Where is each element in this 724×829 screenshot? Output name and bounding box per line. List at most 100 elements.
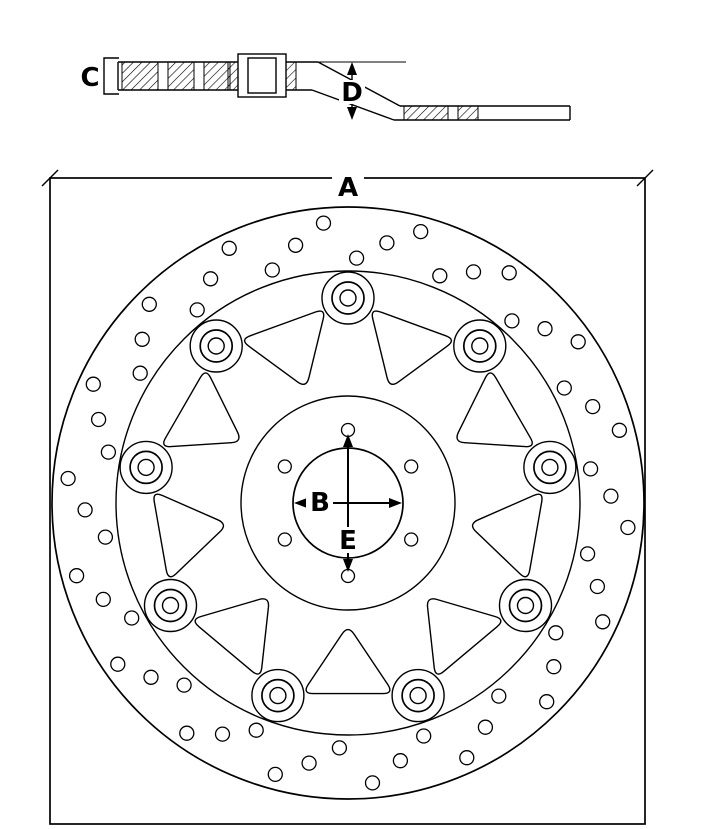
drill-hole <box>556 380 572 396</box>
dim-label-c: C <box>80 63 99 93</box>
drill-hole <box>315 215 332 231</box>
drill-hole <box>110 656 126 672</box>
spoke-cutout <box>163 372 240 448</box>
drill-hole <box>603 488 619 504</box>
drill-hole <box>264 262 280 278</box>
drill-hole <box>620 519 636 536</box>
drill-hole <box>416 728 432 744</box>
spoke-cutout <box>305 628 391 695</box>
drill-hole <box>143 669 159 685</box>
dim-label-e: E <box>339 526 357 556</box>
spoke-cutout <box>153 493 225 578</box>
drill-hole <box>589 578 606 595</box>
carrier-hub-ring <box>240 395 456 611</box>
mounting-hole <box>277 532 292 547</box>
offset-step <box>311 89 395 121</box>
drill-hole <box>459 750 475 766</box>
drill-hole <box>477 719 494 735</box>
spoke-cutout <box>456 372 533 448</box>
spoke-cutout <box>471 493 543 578</box>
label-backing <box>339 80 365 104</box>
drill-hole <box>85 376 101 392</box>
drill-hole <box>248 722 264 738</box>
drill-hole <box>141 296 157 312</box>
drill-hole <box>189 302 205 318</box>
drill-hole <box>221 240 237 256</box>
drill-hole <box>501 265 517 281</box>
mounting-hole <box>277 459 292 474</box>
section-hatch <box>403 105 449 121</box>
section-hatch <box>457 105 479 121</box>
section-hatch <box>121 61 159 91</box>
drill-hole <box>585 398 601 415</box>
section-hatch <box>203 61 231 91</box>
arrowhead-up <box>343 434 353 447</box>
drill-hole <box>379 235 395 251</box>
drill-hole <box>548 625 564 641</box>
label-backing <box>306 489 333 515</box>
drill-hole <box>214 726 231 742</box>
drill-hole <box>595 614 611 630</box>
drill-hole <box>95 591 111 608</box>
drill-hole <box>287 237 304 253</box>
bobbin-section-inner <box>247 57 277 94</box>
drill-hole <box>539 694 555 710</box>
mounting-hole <box>404 459 419 474</box>
dim-label-b: B <box>310 488 330 518</box>
mounting-hole <box>404 532 419 547</box>
bobbin-button-center <box>339 289 357 307</box>
drill-hole <box>267 766 283 783</box>
bobbin-button-center <box>161 596 180 615</box>
drill-hole <box>348 250 365 266</box>
drill-hole <box>134 331 150 347</box>
bobbin-button-center <box>471 337 489 355</box>
drill-hole <box>202 271 219 287</box>
cross-section-view: D C <box>80 53 571 121</box>
carrier-rim <box>115 270 581 736</box>
drill-hole <box>582 461 599 477</box>
bobbin-button-center <box>409 686 427 705</box>
drill-hole <box>432 268 448 284</box>
drill-hole <box>77 502 93 518</box>
drill-hole <box>97 529 114 545</box>
dim-tick-left <box>41 169 59 187</box>
bobbin-button-center <box>137 458 155 477</box>
section-hatch <box>167 61 195 91</box>
drill-hole <box>491 688 507 704</box>
drill-hole <box>179 725 195 741</box>
arrowhead-right <box>389 498 402 508</box>
drill-hole <box>611 422 628 438</box>
drill-hole <box>68 568 85 584</box>
spoke-cutout <box>371 310 453 386</box>
arrowhead-down <box>347 107 357 120</box>
arrowhead-up <box>347 62 357 75</box>
arrowhead-left <box>294 498 307 508</box>
drill-hole <box>132 365 148 381</box>
label-backing <box>335 527 361 553</box>
bobbin-button-center <box>516 596 535 615</box>
drill-hole <box>90 411 107 428</box>
spoke-cutout <box>243 310 325 386</box>
label-backing <box>332 174 364 197</box>
drill-hole <box>570 334 586 350</box>
thickness-bracket <box>103 57 119 95</box>
drill-hole <box>331 740 348 756</box>
bobbin-button-center <box>541 458 559 477</box>
dim-label-d: D <box>341 78 363 108</box>
bobbin-button-center <box>269 686 287 705</box>
drill-hole <box>301 755 317 771</box>
section-hatch <box>227 61 239 91</box>
spoke-cutout <box>426 598 502 675</box>
drill-hole <box>546 659 562 675</box>
drill-hole <box>392 753 409 769</box>
dim-label-a: A <box>338 173 358 203</box>
drill-hole <box>504 313 520 329</box>
section-hatch <box>285 61 297 91</box>
drill-hole <box>124 610 140 626</box>
dim-tick-right <box>636 169 654 187</box>
drill-hole <box>176 677 192 693</box>
drill-hole <box>537 321 553 337</box>
drill-hole <box>579 546 596 562</box>
